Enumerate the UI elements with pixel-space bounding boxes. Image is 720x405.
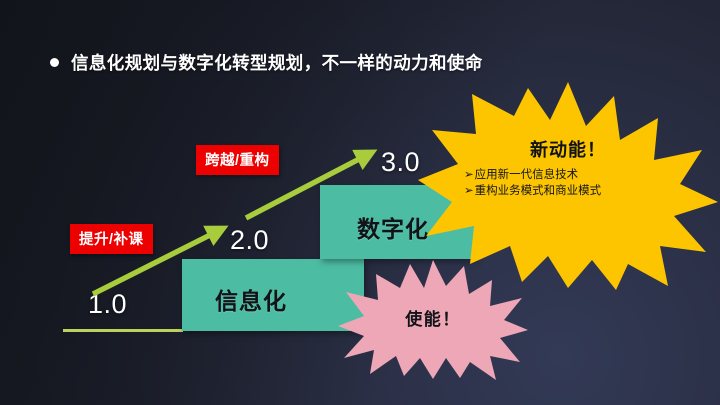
slide-title-row: 信息化规划与数字化转型规划，不一样的动力和使命 [50,50,483,75]
page-title: 信息化规划与数字化转型规划，不一样的动力和使命 [71,53,483,73]
stage-number-3: 3.0 [381,147,421,177]
starburst-yellow-icon [418,82,718,290]
step-block-2 [182,259,364,331]
red-label-upgrade: 提升/补课 [70,224,153,254]
callout-enablement: 使能！ [338,258,528,380]
stage-number-2: 2.0 [230,225,270,255]
staircase-baseline [63,329,183,332]
red-label-leap: 跨越/重构 [196,145,279,175]
step-label-informatization: 信息化 [215,288,287,314]
arrow-leap-icon [244,149,378,221]
starburst-pink-icon [338,260,528,380]
step-label-digitalization: 数字化 [357,216,429,242]
bullet-dot-icon [50,58,59,67]
arrow-upgrade-icon [91,225,229,297]
